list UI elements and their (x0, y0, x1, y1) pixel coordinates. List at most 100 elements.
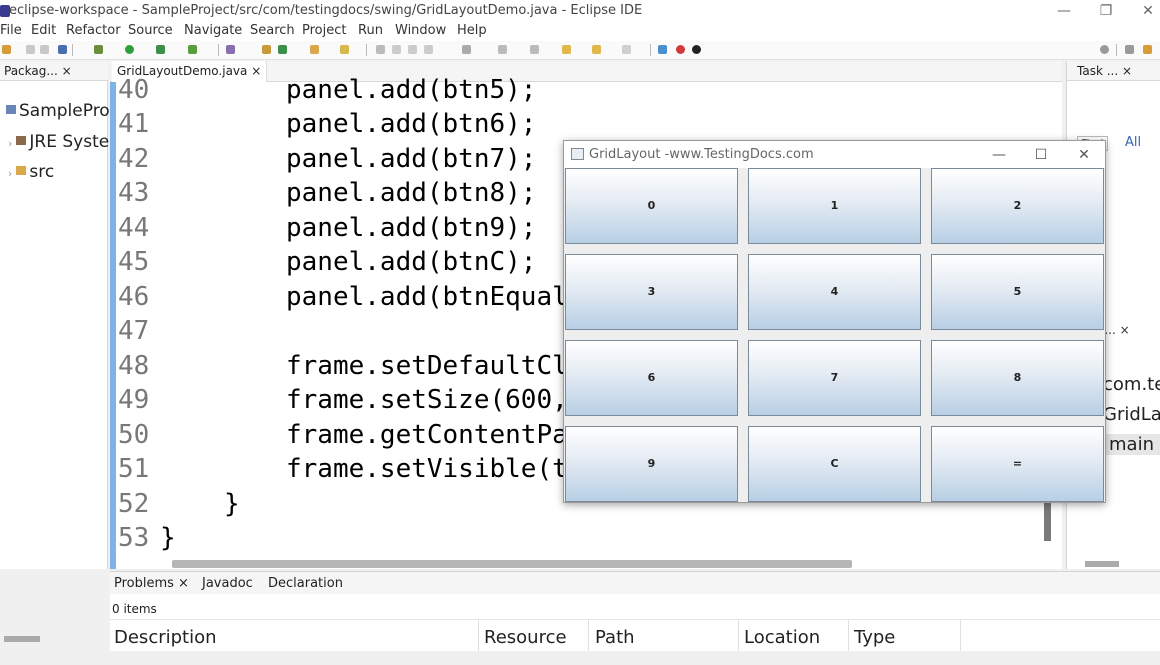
open-type-icon[interactable] (262, 45, 271, 54)
button-3[interactable]: 3 (565, 254, 738, 330)
menu-search[interactable]: Search (250, 23, 295, 38)
button-5[interactable]: 5 (931, 254, 1104, 330)
column-description[interactable]: Description (114, 627, 217, 648)
external-tools-icon[interactable] (188, 45, 197, 54)
tab-problems[interactable]: Problems × (114, 576, 189, 591)
code-line[interactable]: frame.setVisible(t (286, 454, 568, 484)
tree-item-src[interactable]: ›src (8, 162, 55, 182)
java-perspective-icon[interactable] (1143, 45, 1152, 54)
horizontal-scrollbar[interactable] (172, 560, 852, 568)
chevron-right-icon[interactable]: › (8, 167, 13, 180)
tab-javadoc[interactable]: Javadoc (202, 576, 253, 591)
package-explorer-tab[interactable]: Packag... × (0, 61, 108, 81)
gridlayout-window[interactable]: GridLayout -www.TestingDocs.com — ☐ ✕ 0 … (563, 140, 1106, 503)
show-whitespace-icon[interactable] (424, 45, 433, 54)
left-pane-scrollbar[interactable] (4, 636, 40, 642)
open-folder-icon[interactable] (310, 45, 319, 54)
button-6[interactable]: 6 (565, 340, 738, 416)
block-selection-icon[interactable] (408, 45, 417, 54)
open-perspective-icon[interactable] (658, 45, 667, 54)
maximize-button[interactable]: ❐ (1099, 3, 1113, 19)
button-2[interactable]: 2 (931, 168, 1104, 244)
java-cup-icon (571, 148, 584, 160)
menu-project[interactable]: Project (302, 23, 347, 38)
gridlayout-maximize-button[interactable]: ☐ (1034, 147, 1048, 163)
code-line[interactable]: } (224, 489, 240, 519)
vertical-scrollbar[interactable] (1044, 501, 1051, 541)
menu-refactor[interactable]: Refactor (66, 23, 121, 38)
code-line[interactable]: } (160, 523, 176, 553)
outline-tab[interactable]: i... × (1101, 323, 1130, 337)
column-path[interactable]: Path (595, 627, 635, 648)
gridlayout-minimize-button[interactable]: — (992, 147, 1006, 163)
prev-annotation-icon[interactable] (498, 45, 507, 54)
save-all-icon[interactable] (40, 45, 49, 54)
code-line[interactable]: panel.add(btn9); (286, 213, 537, 243)
code-line[interactable]: panel.add(btn8); (286, 178, 537, 208)
next-annotation-icon[interactable] (462, 45, 471, 54)
annotation-icon[interactable] (340, 45, 349, 54)
button-0[interactable]: 0 (565, 168, 738, 244)
terminal-icon[interactable] (58, 45, 67, 54)
open-task-icon[interactable] (278, 45, 287, 54)
button-1[interactable]: 1 (748, 168, 921, 244)
button-9[interactable]: 9 (565, 426, 738, 502)
code-line[interactable]: panel.add(btnC); (286, 247, 537, 277)
cube-icon[interactable] (692, 45, 701, 54)
button-8[interactable]: 8 (931, 340, 1104, 416)
eclipse-icon (0, 5, 10, 17)
run-icon[interactable] (125, 45, 134, 54)
last-edit-icon[interactable] (530, 45, 539, 54)
menu-run[interactable]: Run (358, 23, 383, 38)
menu-help[interactable]: Help (457, 23, 487, 38)
close-button[interactable]: ✕ (1142, 3, 1154, 19)
forward-icon[interactable] (592, 45, 601, 54)
code-line[interactable]: panel.add(btnEqual (286, 282, 568, 312)
save-icon[interactable] (26, 45, 35, 54)
button-equal[interactable]: = (931, 426, 1104, 502)
column-type[interactable]: Type (854, 627, 896, 648)
column-location[interactable]: Location (744, 627, 821, 648)
line-number: 48 (118, 351, 150, 381)
search-icon[interactable] (1100, 45, 1109, 54)
button-7[interactable]: 7 (748, 340, 921, 416)
all-filter-link[interactable]: All (1125, 135, 1142, 150)
new-icon[interactable] (2, 45, 11, 54)
next-icon[interactable] (622, 45, 631, 54)
menu-source[interactable]: Source (128, 23, 173, 38)
tab-declaration[interactable]: Declaration (268, 576, 343, 591)
perspective-icon[interactable] (1125, 45, 1134, 54)
code-line[interactable]: panel.add(btn5); (286, 75, 537, 105)
task-list-tab[interactable]: Task ... × (1067, 61, 1160, 81)
back-icon[interactable] (562, 45, 571, 54)
outline-item-class[interactable]: GridLay (1103, 404, 1160, 425)
code-line[interactable]: panel.add(btn7); (286, 144, 537, 174)
minimize-button[interactable]: — (1057, 3, 1071, 19)
editor-tab-gridlayoutdemo[interactable]: GridLayoutDemo.java × (112, 61, 268, 82)
code-line[interactable]: panel.add(btn6); (286, 109, 537, 139)
right-pane-scrollbar[interactable] (1085, 561, 1119, 567)
gridlayout-close-button[interactable]: ✕ (1078, 147, 1090, 163)
outline-item-main[interactable]: main (1103, 434, 1160, 455)
column-resource[interactable]: Resource (484, 627, 567, 648)
gridlayout-title-bar[interactable]: GridLayout -www.TestingDocs.com — ☐ ✕ (564, 141, 1105, 168)
red-hat-icon[interactable] (676, 45, 685, 54)
menu-file[interactable]: File (0, 23, 22, 38)
pin-icon[interactable] (376, 45, 385, 54)
code-line[interactable]: frame.getContentPa (286, 420, 568, 450)
button-4[interactable]: 4 (748, 254, 921, 330)
debug-icon[interactable] (94, 45, 103, 54)
new-java-class-icon[interactable] (226, 45, 235, 54)
tree-item-project[interactable]: SamplePro (6, 101, 110, 121)
chevron-right-icon[interactable]: › (8, 137, 13, 150)
tree-item-jre[interactable]: ›JRE Syste (8, 132, 110, 152)
menu-edit[interactable]: Edit (31, 23, 57, 38)
menu-navigate[interactable]: Navigate (184, 23, 243, 38)
outline-item-package[interactable]: com.te (1103, 374, 1160, 395)
code-line[interactable]: frame.setSize(600, (286, 385, 568, 415)
menu-window[interactable]: Window (395, 23, 447, 38)
coverage-icon[interactable] (156, 45, 165, 54)
button-c[interactable]: C (748, 426, 921, 502)
code-line[interactable]: frame.setDefaultCl (286, 351, 568, 381)
toggle-mark-icon[interactable] (392, 45, 401, 54)
